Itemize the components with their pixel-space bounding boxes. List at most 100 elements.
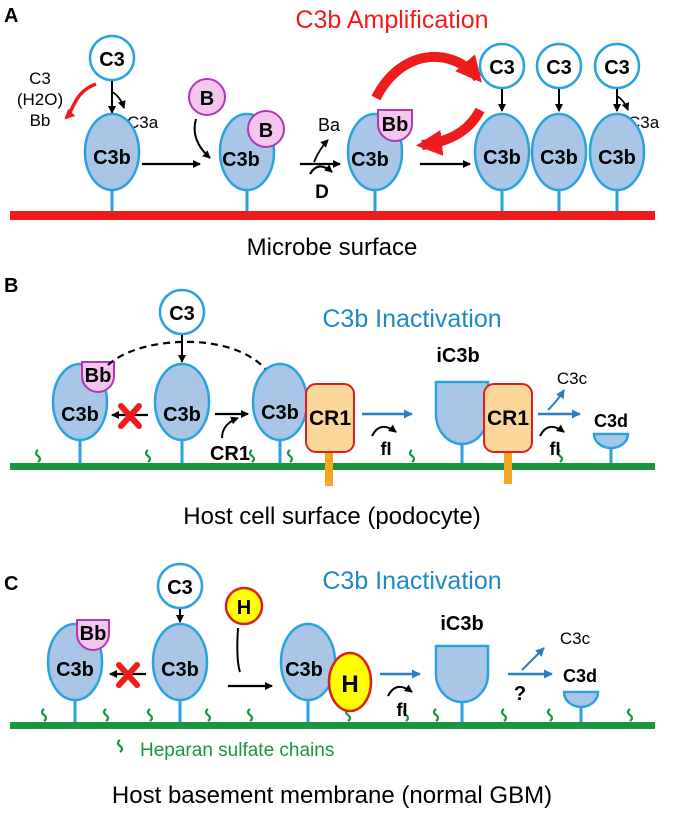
c3d-label: C3d [594,411,628,431]
heparan-legend-icon [116,739,124,753]
panel-a-letter: A [4,5,18,27]
cr1-receptor [483,383,533,453]
ic3b-label: iC3b [436,345,479,367]
bb-h2o-label: Bb [30,111,51,130]
panel-b-title: C3b Inactivation [322,305,501,333]
c3b-label: C3b [285,659,323,681]
c3-label: C3 [169,303,195,325]
bb-label: Bb [80,623,107,645]
fi-arc [539,424,565,437]
c3a-release-arrow [111,91,126,109]
panel-c-letter: C [4,573,18,595]
c3-circle [535,42,583,90]
c3b-label: C3b [56,659,94,681]
c3d-shape [562,690,600,709]
h2o-label: (H2O) [17,90,63,109]
c3a-label: C3a [127,113,159,132]
panel-c-title: C3b Inactivation [322,567,501,595]
factor-b-label: B [259,120,273,142]
basement-membrane [10,722,655,729]
c3-circle [478,42,526,90]
microbe-surface-bar [10,211,655,220]
c3c-release-arrow [521,647,545,671]
c3b-stalks-b [78,440,613,463]
cr1-label: CR1 [487,407,529,430]
c3b-label: C3b [163,404,201,426]
panel-a: A C3b Amplification Microbe surface C3 (… [4,5,660,261]
c3b-ellipse [151,622,209,702]
c3b-label: C3b [261,402,299,424]
cr1-free-label: CR1 [210,443,250,465]
c3b-label: C3b [483,147,521,169]
panel-b-letter: B [4,275,18,297]
dashed-binding-arrow [107,340,271,376]
c3-circle [88,34,136,82]
c3b-label: C3b [93,147,131,169]
cr1-receptor [305,383,355,453]
factor-h-bound-label: H [341,671,358,698]
c3-circle [593,42,641,90]
heparan-sulfate-marks [40,708,634,722]
c3b-stalks-a [110,190,619,211]
blocked-x-icon [118,403,142,429]
c3b-ellipse [588,112,646,192]
bb-fragment [76,619,110,651]
fi-label: fI [381,439,392,459]
c3c-label: C3c [560,629,591,648]
blocked-x-icon [116,662,140,688]
c3b-label: C3b [598,147,636,169]
c3b-ellipse [473,112,531,192]
cr1-entry-arrow [221,416,239,439]
c3-label: C3 [604,57,630,79]
h-binding-line [236,627,241,673]
fi-label: fI [397,700,408,720]
ba-release-arrow [313,139,329,163]
c3b-label: C3b [351,149,389,171]
bb-label: Bb [382,114,409,136]
ba-label: Ba [318,115,341,135]
fi-label: fI [550,439,561,459]
fi-arc [387,684,413,697]
factor-d-arc [309,164,333,175]
c3d-shape [592,432,630,450]
c3-label: C3 [489,57,515,79]
factor-b-circle [247,110,285,148]
bb-fragment [81,361,115,393]
ic3b-label: iC3b [440,613,483,635]
bb-fragment [377,109,413,142]
factor-b-circle [188,78,226,116]
bb-label: Bb [85,365,112,387]
host-cell-surface-label: Host cell surface (podocyte) [183,503,480,530]
c3b-ellipse [83,112,141,192]
c3-label: C3 [167,577,193,599]
c3b-ellipse [530,112,588,192]
heparan-legend-label: Heparan sulfate chains [140,740,334,761]
c3-label: C3 [99,49,125,71]
c3c-label: C3c [557,369,588,388]
factor-h-label: H [237,597,251,619]
c3b-label: C3b [540,147,578,169]
panel-a-title: C3b Amplification [295,6,488,34]
panel-b: B C3b Inactivation Host cell surface (po… [4,275,655,530]
ic3b-shape [434,644,490,704]
c3b-label: C3b [161,659,199,681]
c3b-ellipse [153,362,211,442]
c3b-stalks-c [73,700,583,722]
c3d-label: C3d [563,666,597,686]
b-binding-arrow [193,118,211,159]
c3-circle [156,562,204,610]
cr1-stalk [325,452,333,486]
c3b-label: C3b [61,404,99,426]
factor-h-bound [327,651,373,713]
cr1-label: CR1 [309,407,351,430]
c3b-label: C3b [222,149,260,171]
question-mark: ? [514,683,526,705]
amplification-arrow-bottom [416,107,485,156]
membrane-glycan-marks [34,449,564,463]
ic3b-shape [434,380,490,446]
factor-b-label: B [200,88,214,110]
c3-label: C3 [546,57,572,79]
factor-h-circle [224,586,264,626]
c3c-release-arrow [547,389,565,411]
